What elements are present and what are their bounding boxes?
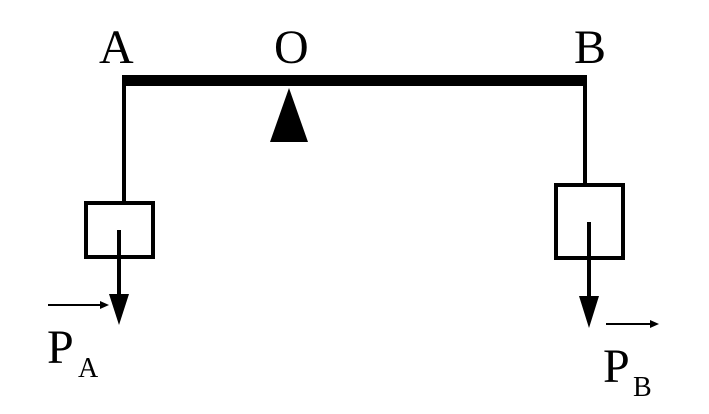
lever-beam (122, 75, 587, 86)
vector-bar-b-head (650, 320, 659, 328)
label-force-pa-sub: A (78, 353, 99, 384)
fulcrum-triangle (270, 88, 308, 142)
vector-bar-a-head (100, 301, 109, 309)
label-point-o: O (274, 21, 309, 74)
label-force-pb-main: P (603, 340, 630, 393)
label-point-b: B (574, 21, 606, 74)
label-force-pb-sub: B (633, 372, 652, 403)
label-point-a: A (99, 21, 134, 74)
force-arrow-a-head (109, 294, 129, 325)
force-arrow-b-head (579, 296, 599, 328)
label-force-pa-main: P (47, 321, 74, 374)
